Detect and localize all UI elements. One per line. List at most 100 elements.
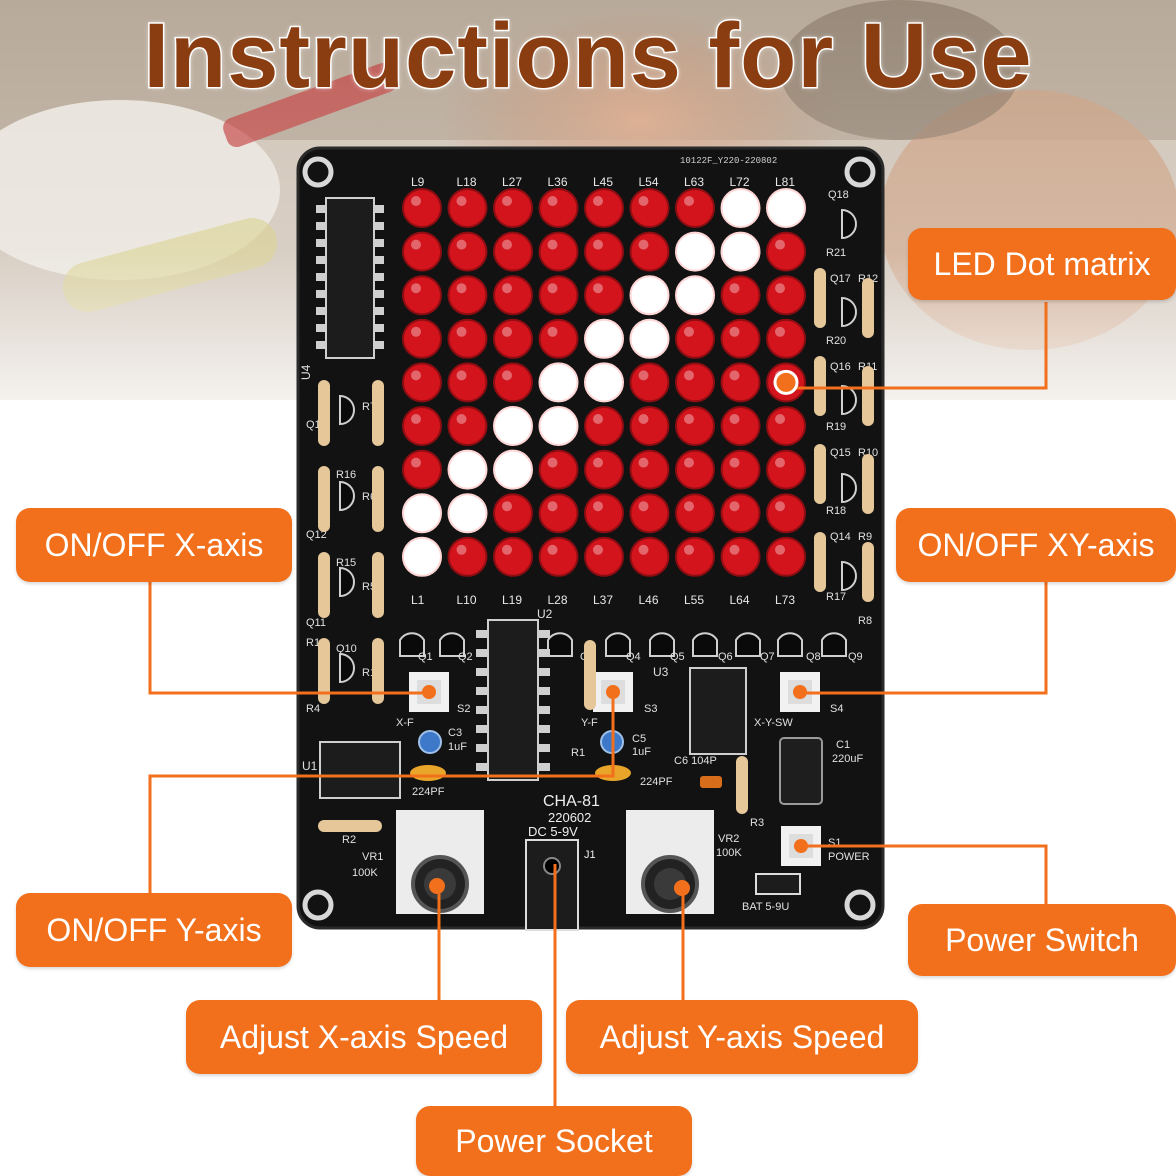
label-right-component: R10 [858,447,878,459]
led [675,493,715,534]
board-date: 220602 [548,810,591,825]
label-col-top: L54 [639,175,659,189]
transistor [841,296,857,328]
led-highlight [502,326,512,337]
led-highlight [638,239,649,250]
led [629,449,670,490]
label-transistor: Q9 [848,651,863,663]
mount-hole-bl [302,889,334,921]
label-u3: U3 [653,665,669,679]
ic-pin [476,668,488,676]
led [675,362,715,403]
label-s2: S2 [457,703,470,715]
label-left-component: Q10 [336,643,357,655]
led-highlight [775,283,785,294]
led [447,536,488,577]
led-highlight [411,544,421,555]
resistor [862,542,874,602]
label-col-top: L36 [548,175,568,189]
led-highlight [502,457,512,468]
led-highlight [411,457,421,468]
ic-pin [316,222,326,230]
led-highlight [638,414,649,424]
led [766,449,806,490]
led [447,318,488,359]
capacitor-c2 [410,765,446,781]
led-highlight [593,370,603,381]
label-col-top: L63 [684,175,704,189]
led-lit [402,493,442,534]
led [402,362,442,403]
led-highlight [547,457,558,468]
led [538,493,579,534]
label-yf: Y-F [581,717,598,729]
led [493,318,533,359]
label-c1-value: 220uF [832,753,863,765]
led-highlight [547,370,558,381]
ic-pin [374,324,384,332]
transistor [821,632,847,657]
matrix-marker-dot [773,369,799,395]
callout-on-off-y-axis: ON/OFF Y-axis [16,893,292,967]
label-col-bottom: L10 [457,593,477,607]
label-c6: C6 104P [674,755,717,767]
label-col-bottom: L1 [411,593,425,607]
led-highlight [502,501,512,512]
label-left-component: R15 [336,557,356,569]
led [584,188,624,228]
dc-jack [525,839,579,931]
label-u1: U1 [302,759,318,773]
led [538,318,579,359]
leader-on-off-x [148,582,429,695]
led-highlight [456,196,467,206]
label-u2: U2 [537,607,553,621]
label-xf: X-F [396,717,414,729]
transistor [339,394,355,426]
led-highlight [456,283,467,294]
led [538,231,579,272]
label-right-component: R21 [826,247,846,259]
led-highlight [638,501,649,512]
resistor [814,532,826,592]
resistor [318,552,330,618]
led-highlight [775,239,785,250]
led-highlight [593,239,603,250]
resistor-r3 [736,756,748,814]
ic-pin [316,239,326,247]
led [766,406,806,446]
led-highlight [593,326,603,337]
led [447,231,488,272]
led [538,536,579,577]
label-vr2-value: 100K [716,847,742,859]
capacitor-c6 [700,776,722,788]
led-highlight [638,196,649,206]
label-col-top: L9 [411,175,425,189]
led-highlight [547,414,558,424]
ic-pin [316,205,326,213]
led-lit [675,231,715,272]
resistor [372,380,384,446]
label-transistor: Q7 [760,651,775,663]
ic-pin [538,706,550,714]
led-highlight [684,239,694,250]
ic-pin [316,273,326,281]
ic-u1 [319,741,401,799]
led-highlight [593,457,603,468]
transistor [777,632,803,657]
label-left-component: Q11 [306,617,326,629]
led-highlight [547,544,558,555]
label-right-component: Q17 [830,273,851,285]
label-col-bottom: L46 [639,593,659,607]
ic-pin [538,630,550,638]
led [584,493,624,534]
ic-pin [476,763,488,771]
label-power: POWER [828,851,870,863]
potentiometer-vr2 [626,810,714,914]
led-lit [447,493,488,534]
led-highlight [638,544,649,555]
led-highlight [456,501,467,512]
ic-pin [374,290,384,298]
led-highlight [502,196,512,206]
led [766,536,806,577]
ic-pin [476,649,488,657]
